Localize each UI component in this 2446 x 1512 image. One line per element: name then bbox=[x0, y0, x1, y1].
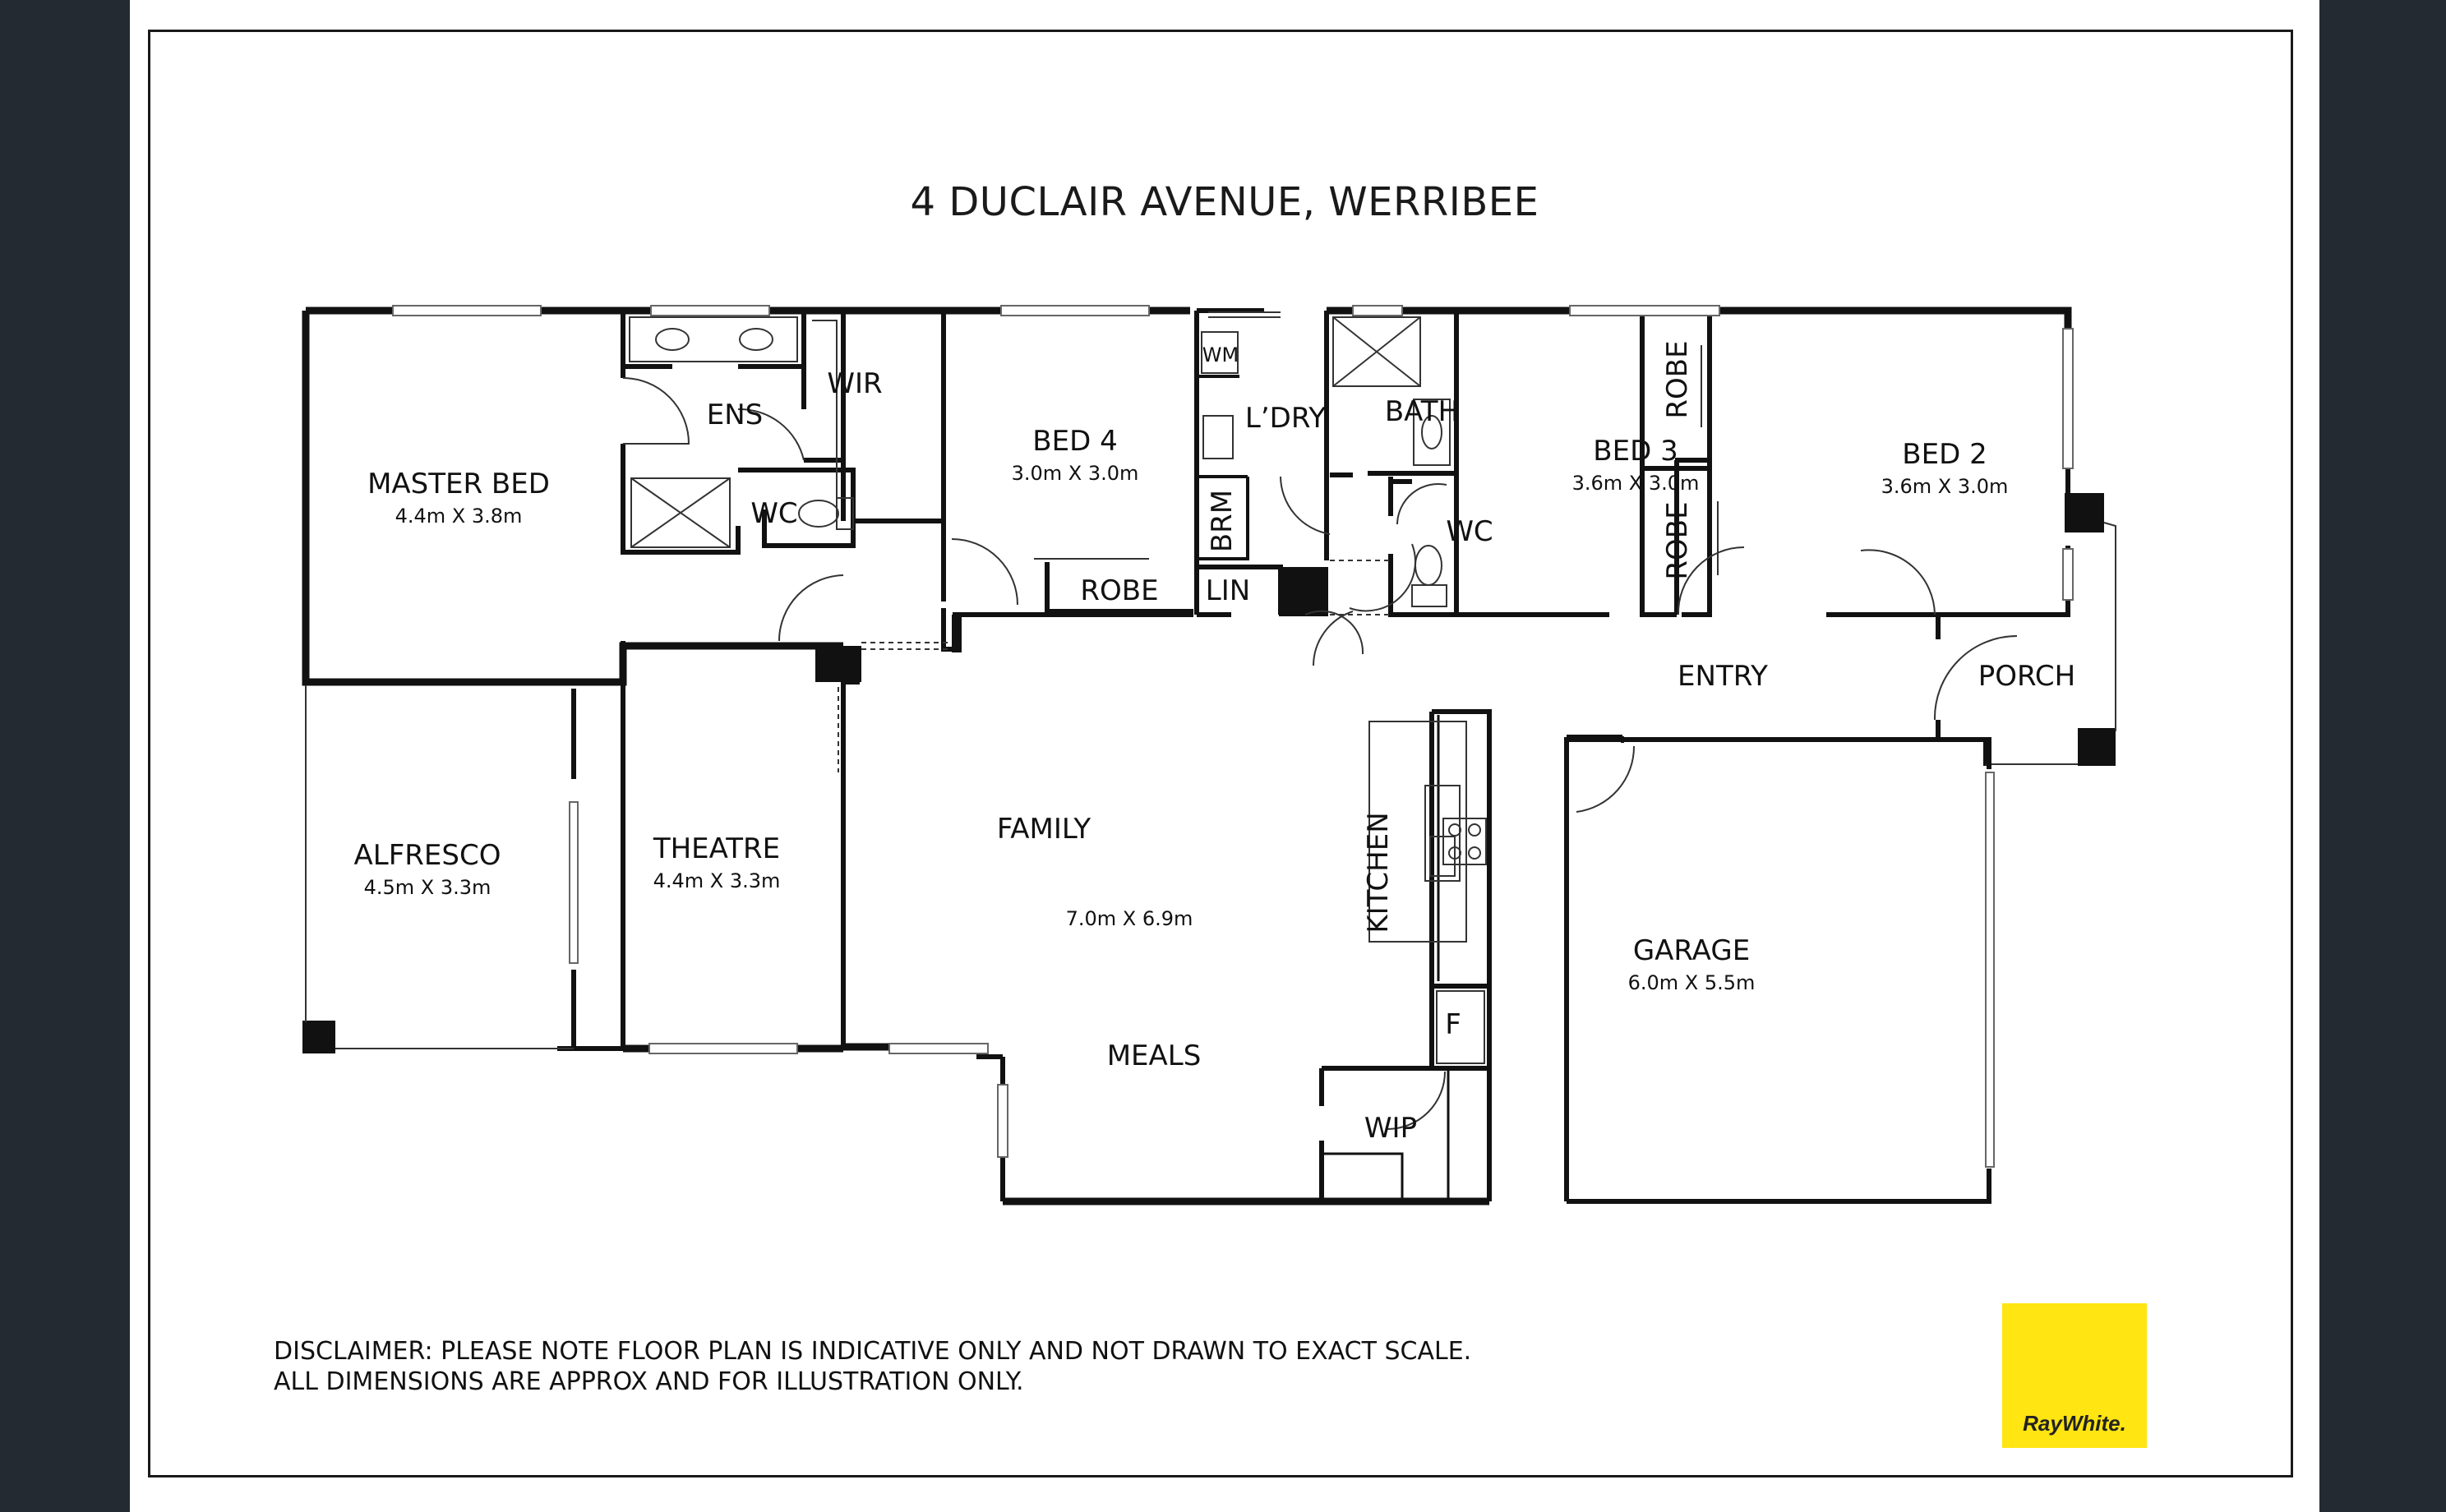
room-bed4-size: 3.0m X 3.0m bbox=[1012, 462, 1139, 485]
fixtures bbox=[629, 316, 1719, 1064]
room-bed4-label: BED 4 bbox=[1032, 425, 1117, 458]
logo-text: RayWhite. bbox=[2023, 1411, 2126, 1436]
room-wc-bath-label: WC bbox=[1446, 515, 1493, 548]
room-bed2-label: BED 2 bbox=[1902, 438, 1987, 471]
room-wc-ens-label: WC bbox=[750, 497, 797, 530]
room-wip-label: WIP bbox=[1364, 1112, 1417, 1145]
windows bbox=[392, 305, 2074, 1168]
property-title: 4 DUCLAIR AVENUE, WERRIBEE bbox=[910, 179, 1539, 225]
room-ens-label: ENS bbox=[707, 399, 764, 431]
raywhite-logo: RayWhite. bbox=[2002, 1303, 2147, 1448]
floor-plan-sheet: 4 DUCLAIR AVENUE, WERRIBEE bbox=[130, 0, 2319, 1512]
walls bbox=[302, 307, 2116, 1205]
room-fridge-label: F bbox=[1445, 1008, 1461, 1041]
room-brm-label: BRM bbox=[1206, 490, 1239, 552]
room-entry-label: ENTRY bbox=[1678, 660, 1768, 693]
room-robe4-label: ROBE bbox=[1080, 574, 1158, 607]
room-theatre-size: 4.4m X 3.3m bbox=[653, 869, 781, 892]
room-bath-label: BATH bbox=[1385, 395, 1459, 428]
room-kitchen-label: KITCHEN bbox=[1362, 812, 1395, 933]
room-lin-label: LIN bbox=[1206, 574, 1250, 607]
room-robe3-label: ROBE bbox=[1661, 340, 1694, 418]
room-robe2-label: ROBE bbox=[1661, 501, 1694, 579]
room-family-label: FAMILY bbox=[997, 813, 1091, 846]
room-garage-size: 6.0m X 5.5m bbox=[1628, 971, 1756, 994]
room-labels: MASTER BED 4.4m X 3.8m ENS WIR WC BED 4 … bbox=[354, 340, 2076, 1145]
disclaimer-line-2: ALL DIMENSIONS ARE APPROX AND FOR ILLUST… bbox=[274, 1367, 1024, 1396]
disclaimer: DISCLAIMER: PLEASE NOTE FLOOR PLAN IS IN… bbox=[274, 1336, 1471, 1397]
room-bed2-size: 3.6m X 3.0m bbox=[1881, 475, 2009, 498]
room-master-bed-label: MASTER BED bbox=[367, 468, 550, 500]
room-theatre-label: THEATRE bbox=[653, 832, 780, 865]
room-ldry-label: L’DRY bbox=[1245, 402, 1326, 435]
room-family-size: 7.0m X 6.9m bbox=[1066, 907, 1193, 930]
room-meals-label: MEALS bbox=[1107, 1040, 1202, 1072]
room-garage-label: GARAGE bbox=[1633, 934, 1750, 967]
room-porch-label: PORCH bbox=[1978, 660, 2076, 693]
room-alfresco-label: ALFRESCO bbox=[354, 839, 501, 872]
doors bbox=[622, 377, 2018, 1130]
room-master-bed-size: 4.4m X 3.8m bbox=[395, 505, 523, 528]
room-bed3-size: 3.6m X 3.0m bbox=[1572, 472, 1700, 495]
room-wir-label: WIR bbox=[827, 367, 882, 400]
disclaimer-line-1: DISCLAIMER: PLEASE NOTE FLOOR PLAN IS IN… bbox=[274, 1337, 1472, 1366]
room-bed3-label: BED 3 bbox=[1593, 435, 1678, 468]
room-alfresco-size: 4.5m X 3.3m bbox=[364, 876, 492, 899]
sheet-border bbox=[148, 30, 2293, 1477]
room-wm-label: WM bbox=[1202, 343, 1239, 366]
floor-plan-drawing: MASTER BED 4.4m X 3.8m ENS WIR WC BED 4 … bbox=[302, 305, 2116, 1205]
